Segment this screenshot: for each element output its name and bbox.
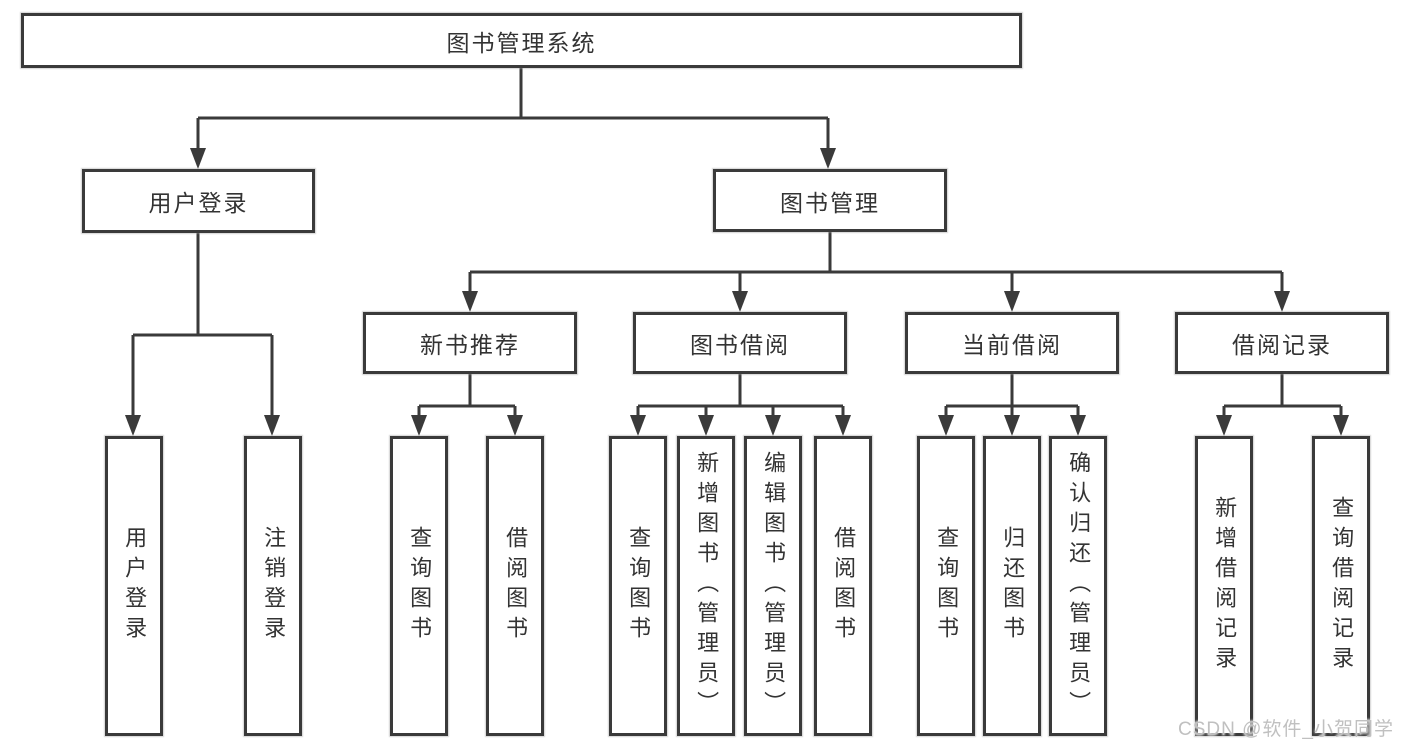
leaf-borrowing-query-books: 查询图书 bbox=[609, 436, 667, 736]
node-current-borrowing: 当前借阅 bbox=[905, 312, 1119, 374]
leaf-logout: 注销登录 bbox=[244, 436, 302, 736]
node-book-borrowing-label: 图书借阅 bbox=[690, 332, 790, 358]
connector-new-book-recommend-to-leaves bbox=[411, 374, 523, 436]
leaf-current-query-books: 查询图书 bbox=[917, 436, 975, 736]
leaf-borrowing-edit-books-label: 编辑图书（管理员） bbox=[761, 451, 787, 721]
connector-book-management-to-level3 bbox=[462, 232, 1290, 312]
leaf-current-confirm-return-label: 确认归还（管理员） bbox=[1066, 451, 1092, 721]
node-current-borrowing-label: 当前借阅 bbox=[962, 332, 1062, 358]
leaf-newbook-borrow-books: 借阅图书 bbox=[486, 436, 544, 736]
node-book-borrowing: 图书借阅 bbox=[633, 312, 847, 374]
leaf-current-confirm-return: 确认归还（管理员） bbox=[1049, 436, 1107, 736]
leaf-logout-label: 注销登录 bbox=[261, 526, 287, 646]
node-new-book-recommend: 新书推荐 bbox=[363, 312, 577, 374]
leaf-current-return-books: 归还图书 bbox=[983, 436, 1041, 736]
csdn-watermark: CSDN @软件_小贺同学 bbox=[1178, 719, 1394, 740]
node-borrowing-records-label: 借阅记录 bbox=[1232, 332, 1332, 358]
leaf-borrowing-borrow-books: 借阅图书 bbox=[814, 436, 872, 736]
node-book-management-label: 图书管理 bbox=[780, 189, 880, 216]
leaf-user-login-label: 用户登录 bbox=[122, 526, 148, 646]
leaf-records-add-record: 新增借阅记录 bbox=[1195, 436, 1253, 736]
node-borrowing-records: 借阅记录 bbox=[1175, 312, 1389, 374]
connector-root-to-level2 bbox=[190, 68, 836, 169]
leaf-newbook-borrow-books-label: 借阅图书 bbox=[503, 526, 529, 646]
connector-book-borrowing-to-leaves bbox=[630, 374, 851, 436]
node-user-login: 用户登录 bbox=[82, 169, 315, 233]
leaf-user-login: 用户登录 bbox=[105, 436, 163, 736]
leaf-current-return-books-label: 归还图书 bbox=[1000, 526, 1026, 646]
node-book-management: 图书管理 bbox=[713, 169, 947, 232]
leaf-records-add-record-label: 新增借阅记录 bbox=[1212, 496, 1238, 676]
leaf-borrowing-add-books: 新增图书（管理员） bbox=[677, 436, 735, 736]
leaf-borrowing-edit-books: 编辑图书（管理员） bbox=[744, 436, 802, 736]
leaf-newbook-query-books: 查询图书 bbox=[390, 436, 448, 736]
leaf-borrowing-query-books-label: 查询图书 bbox=[626, 526, 652, 646]
connector-current-borrowing-to-leaves bbox=[938, 374, 1086, 436]
node-root-label: 图书管理系统 bbox=[446, 29, 597, 56]
leaf-records-query-record: 查询借阅记录 bbox=[1312, 436, 1370, 736]
connector-borrowing-records-to-leaves bbox=[1216, 374, 1349, 436]
leaf-current-query-books-label: 查询图书 bbox=[934, 526, 960, 646]
node-root: 图书管理系统 bbox=[21, 13, 1022, 68]
node-user-login-label: 用户登录 bbox=[148, 190, 249, 216]
leaf-borrowing-add-books-label: 新增图书（管理员） bbox=[694, 451, 720, 721]
leaf-borrowing-borrow-books-label: 借阅图书 bbox=[831, 526, 857, 646]
connector-user-login-to-leaves bbox=[125, 233, 280, 436]
leaf-records-query-record-label: 查询借阅记录 bbox=[1329, 496, 1355, 676]
leaf-newbook-query-books-label: 查询图书 bbox=[407, 526, 433, 646]
node-new-book-recommend-label: 新书推荐 bbox=[420, 332, 520, 358]
